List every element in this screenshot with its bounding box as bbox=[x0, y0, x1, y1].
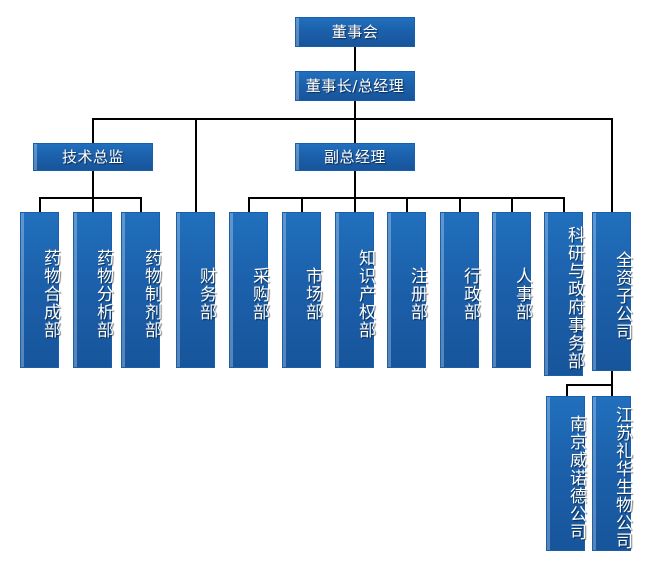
node-board-label: 董事会 bbox=[331, 22, 379, 41]
node-chairman-label: 董事长/总经理 bbox=[305, 76, 405, 95]
connector-tech-dir-bus bbox=[39, 197, 142, 199]
node-jiangsu-lihua-biotech-company-label: 江苏礼华生物公司 bbox=[612, 405, 632, 550]
node-drug-analysis-dept[interactable]: 药物分析部 bbox=[73, 212, 113, 368]
connector-chairman-drop bbox=[354, 100, 356, 119]
node-procurement-dept[interactable]: 采购部 bbox=[229, 212, 269, 368]
node-marketing-dept-label: 市场部 bbox=[302, 267, 322, 321]
node-finance-dept[interactable]: 财务部 bbox=[176, 212, 216, 368]
connector-subsidiary-to-nanjing bbox=[566, 384, 568, 396]
node-ip-dept[interactable]: 知识产权部 bbox=[335, 212, 375, 368]
connector-tech-dir-to-analysis bbox=[92, 197, 94, 212]
node-wholly-owned-subsidiary-label: 全资子公司 bbox=[612, 250, 632, 341]
node-rd-gov-affairs-dept[interactable]: 科研与政府事务部 bbox=[544, 212, 584, 376]
node-drug-synthesis-dept[interactable]: 药物合成部 bbox=[20, 212, 60, 368]
connector-subsidiary-drop bbox=[611, 371, 613, 386]
node-procurement-dept-label: 采购部 bbox=[249, 267, 269, 321]
connector-deputy-gm-to-marketing bbox=[301, 197, 303, 212]
node-chairman[interactable]: 董事长/总经理 bbox=[295, 71, 415, 101]
node-jiangsu-lihua-biotech-company[interactable]: 江苏礼华生物公司 bbox=[592, 396, 632, 551]
node-board[interactable]: 董事会 bbox=[295, 17, 415, 47]
connector-deputy-gm-drop bbox=[354, 170, 356, 198]
node-hr-dept-label: 人事部 bbox=[512, 267, 532, 321]
connector-bus-to-finance bbox=[195, 118, 197, 212]
node-wholly-owned-subsidiary[interactable]: 全资子公司 bbox=[592, 212, 632, 371]
connector-board-to-chairman bbox=[354, 46, 356, 71]
connector-bus-to-subsidiary bbox=[611, 118, 613, 212]
node-drug-analysis-dept-label: 药物分析部 bbox=[93, 249, 113, 339]
connector-deputy-gm-to-ip bbox=[354, 197, 356, 212]
node-drug-formulation-dept[interactable]: 药物制剂部 bbox=[121, 212, 161, 368]
node-registration-dept-label: 注册部 bbox=[407, 267, 427, 321]
node-tech-director[interactable]: 技术总监 bbox=[33, 143, 153, 171]
connector-bus-to-tech-dir bbox=[92, 118, 94, 143]
connector-deputy-gm-to-procurement bbox=[248, 197, 250, 212]
node-registration-dept[interactable]: 注册部 bbox=[387, 212, 427, 368]
connector-main-bus bbox=[92, 118, 613, 120]
node-deputy-gm-label: 副总经理 bbox=[323, 147, 386, 166]
node-drug-formulation-dept-label: 药物制剂部 bbox=[141, 249, 161, 339]
node-finance-dept-label: 财务部 bbox=[196, 267, 216, 321]
connector-deputy-gm-to-hr bbox=[511, 197, 513, 212]
connector-tech-dir-to-synthesis bbox=[39, 197, 41, 212]
node-admin-dept[interactable]: 行政部 bbox=[440, 212, 480, 368]
node-rd-gov-affairs-dept-label: 科研与政府事务部 bbox=[564, 226, 584, 370]
connector-deputy-gm-to-admin bbox=[459, 197, 461, 212]
connector-bus-to-deputy-gm bbox=[354, 118, 356, 143]
node-admin-dept-label: 行政部 bbox=[460, 267, 480, 321]
node-marketing-dept[interactable]: 市场部 bbox=[282, 212, 322, 368]
node-deputy-gm[interactable]: 副总经理 bbox=[295, 143, 415, 171]
node-nanjing-weinuode-company[interactable]: 南京威诺德公司 bbox=[546, 396, 586, 551]
connector-tech-dir-to-formulation bbox=[140, 197, 142, 212]
connector-tech-dir-drop bbox=[92, 170, 94, 198]
connector-subsidiary-bus bbox=[566, 384, 613, 386]
connector-deputy-gm-to-rd-gov bbox=[563, 197, 565, 212]
node-hr-dept[interactable]: 人事部 bbox=[492, 212, 532, 368]
node-ip-dept-label: 知识产权部 bbox=[355, 249, 375, 339]
connector-subsidiary-to-jiangsu bbox=[611, 384, 613, 396]
node-tech-director-label: 技术总监 bbox=[61, 147, 124, 166]
connector-deputy-gm-to-registration bbox=[406, 197, 408, 212]
node-nanjing-weinuode-company-label: 南京威诺德公司 bbox=[566, 414, 586, 541]
node-drug-synthesis-dept-label: 药物合成部 bbox=[40, 249, 60, 339]
